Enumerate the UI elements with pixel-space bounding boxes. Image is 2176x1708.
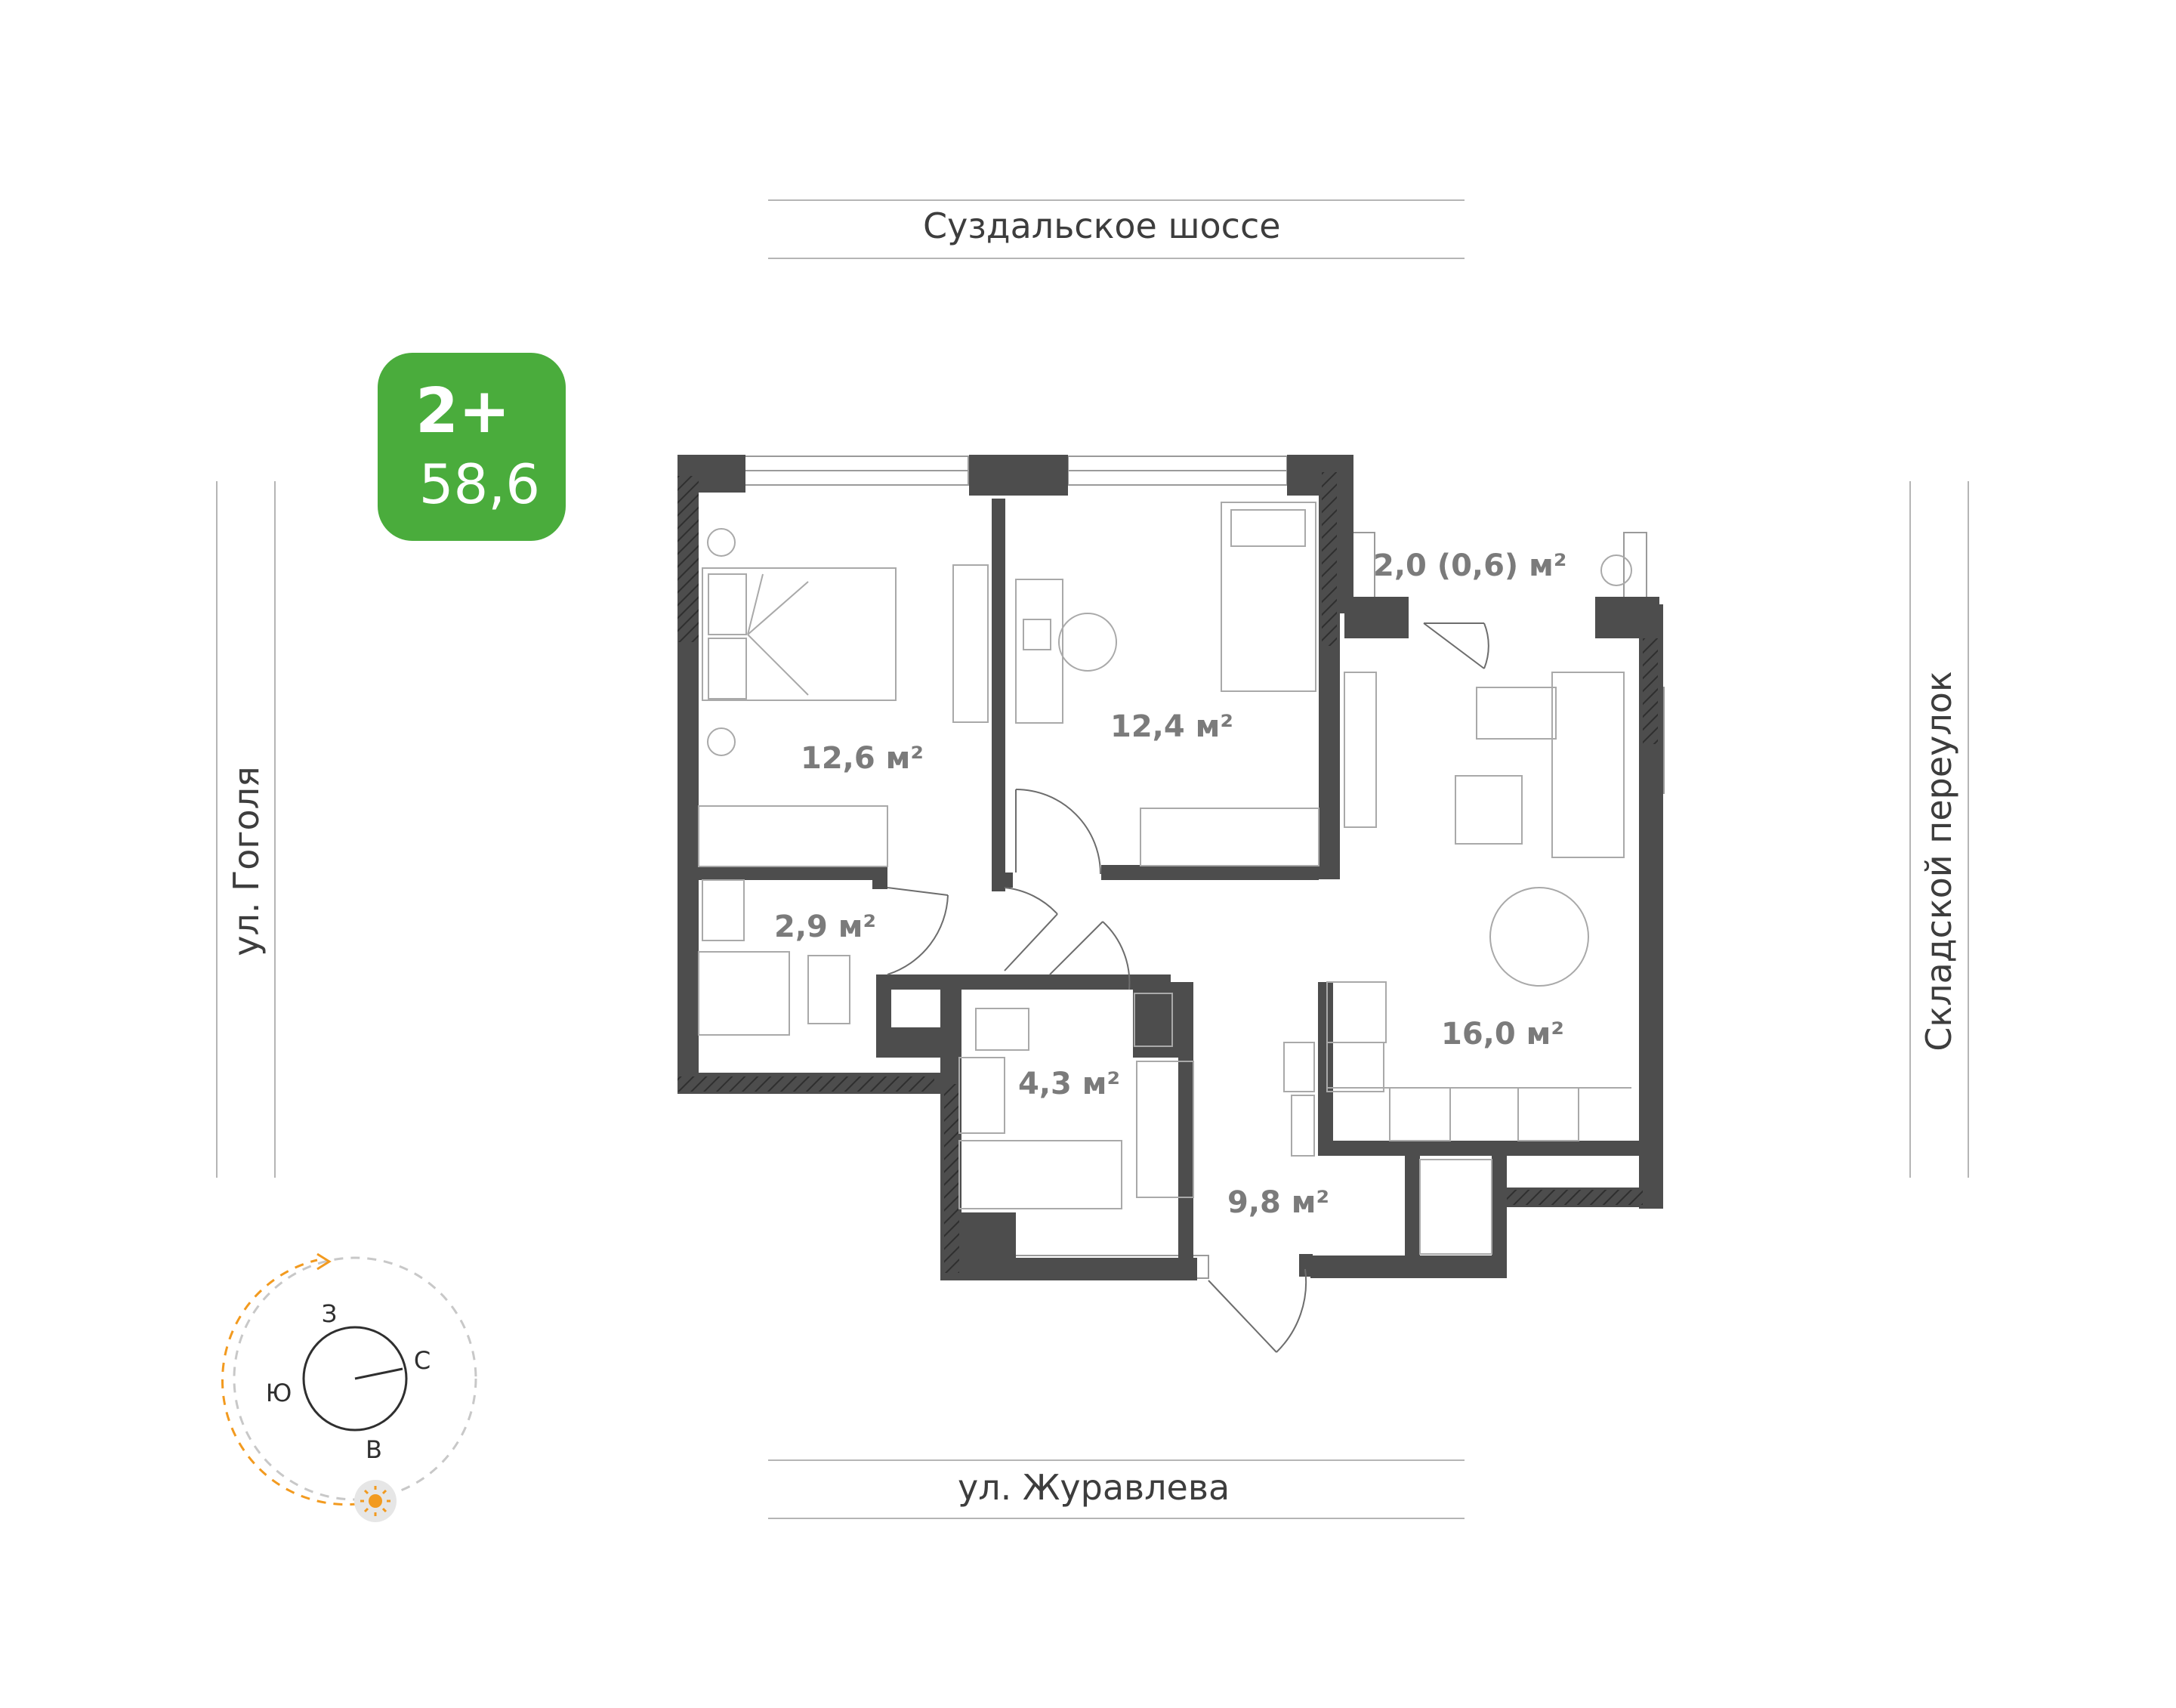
street-top-label: Суздальское шоссе <box>923 205 1281 246</box>
room-area-living-kitchen: 16,0 м² <box>1441 1017 1564 1052</box>
room-area-bedroom-2: 12,4 м² <box>1110 709 1233 744</box>
rooms-count: 2+ <box>415 375 511 447</box>
room-area-wc: 2,9 м² <box>774 910 876 944</box>
sun-icon <box>354 1480 397 1522</box>
compass-south: Ю <box>266 1379 292 1407</box>
furniture <box>698 502 1632 1255</box>
compass-north: С <box>414 1346 431 1375</box>
apartment-badge: 2+ 58,6 <box>378 353 566 541</box>
door-swings <box>887 622 1489 1353</box>
total-area: 58,6 <box>418 452 540 516</box>
compass-west: З <box>322 1299 338 1328</box>
room-area-hall: 9,8 м² <box>1227 1185 1329 1220</box>
room-area-balcony: 2,0 (0,6) м² <box>1373 548 1566 583</box>
room-area-bedroom-1: 12,6 м² <box>801 741 924 776</box>
street-bottom-label: ул. Журавлева <box>958 1467 1230 1508</box>
compass-east: В <box>366 1435 382 1464</box>
wall-hatching <box>677 472 1658 1273</box>
compass: З С Ю В <box>221 1252 477 1522</box>
room-labels: 12,6 м² 12,4 м² 2,0 (0,6) м² 16,0 м² 2,9… <box>774 548 1566 1220</box>
room-area-bathroom: 4,3 м² <box>1018 1067 1120 1101</box>
